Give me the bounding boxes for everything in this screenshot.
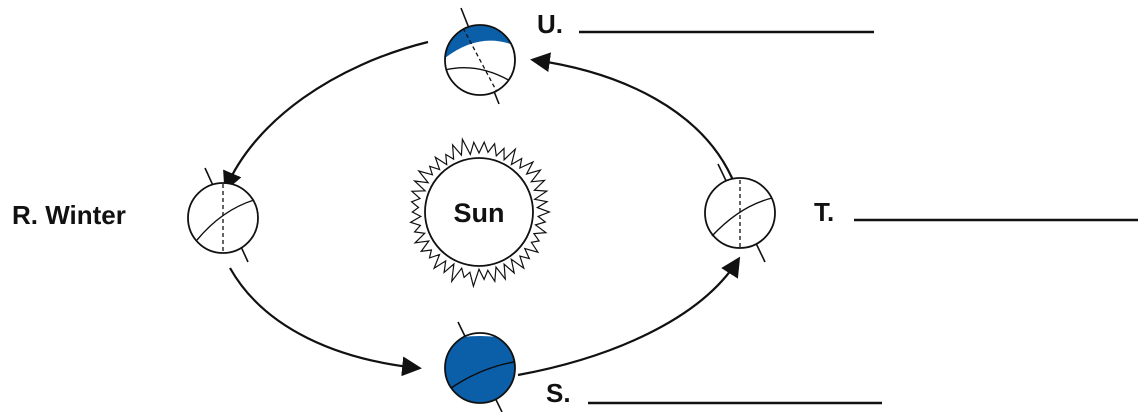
earth-position-s bbox=[444, 321, 516, 412]
orbit-arrow-t-to-u bbox=[530, 52, 737, 186]
orbit-arrow-s-to-t bbox=[517, 256, 741, 377]
shaded-region-s bbox=[445, 336, 515, 403]
position-label-u: U. bbox=[537, 9, 563, 39]
position-label-s: S. bbox=[546, 378, 571, 408]
sun: Sun bbox=[409, 137, 552, 289]
position-label-r: R. Winter bbox=[12, 200, 126, 230]
position-label-t: T. bbox=[814, 197, 834, 227]
earth-position-u bbox=[444, 7, 516, 105]
orbit-arrow-r-to-s bbox=[229, 267, 422, 377]
earth-position-t bbox=[704, 163, 776, 263]
orbit-arrow-u-to-r bbox=[223, 40, 429, 192]
sun-disk bbox=[424, 157, 534, 267]
earth-position-r bbox=[187, 167, 259, 263]
earth-outline-r bbox=[187, 182, 259, 254]
earth-outline-t bbox=[704, 177, 776, 249]
earth-outline-u bbox=[444, 24, 516, 96]
sun-label: Sun bbox=[454, 198, 505, 228]
sun-corona bbox=[409, 137, 552, 289]
earth-outline-s bbox=[444, 332, 516, 404]
